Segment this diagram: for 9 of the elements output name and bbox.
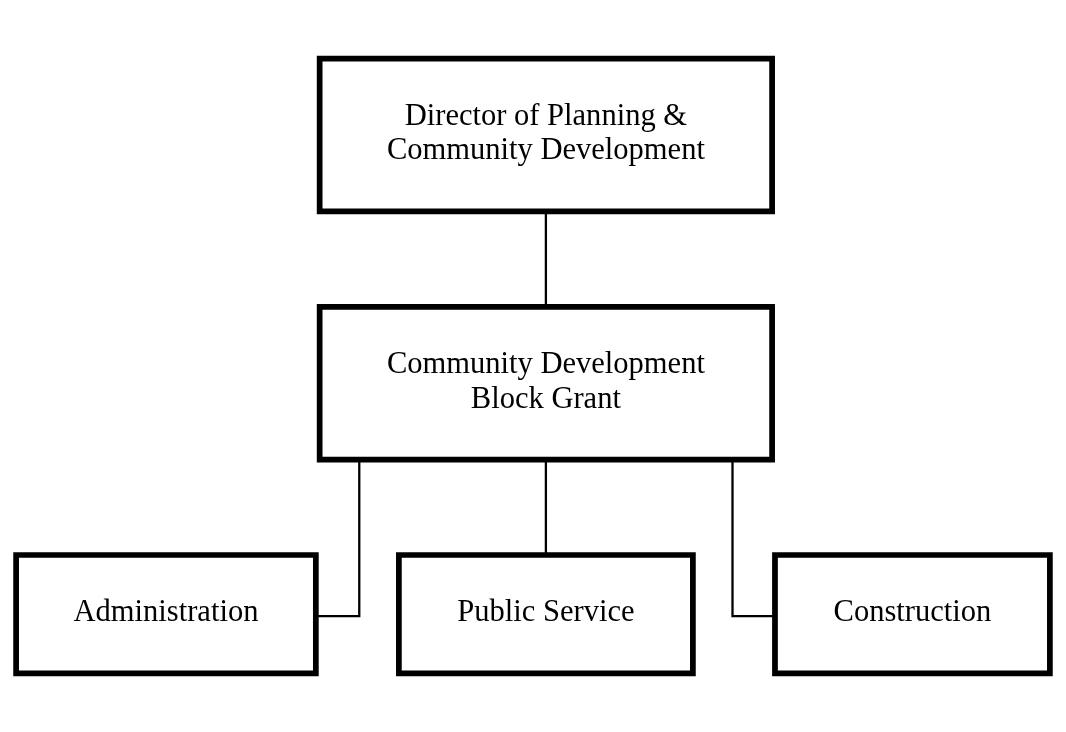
node-box: Director of Planning & Community Development — [316, 55, 775, 215]
node-box: Public Service — [396, 552, 696, 677]
connector — [731, 460, 775, 618]
connector — [544, 460, 548, 555]
connector — [315, 460, 361, 618]
node-box: Community Development Block Grant — [316, 303, 775, 463]
connector — [544, 211, 548, 307]
node-box: Construction — [772, 552, 1053, 677]
node-box: Administration — [13, 552, 319, 677]
